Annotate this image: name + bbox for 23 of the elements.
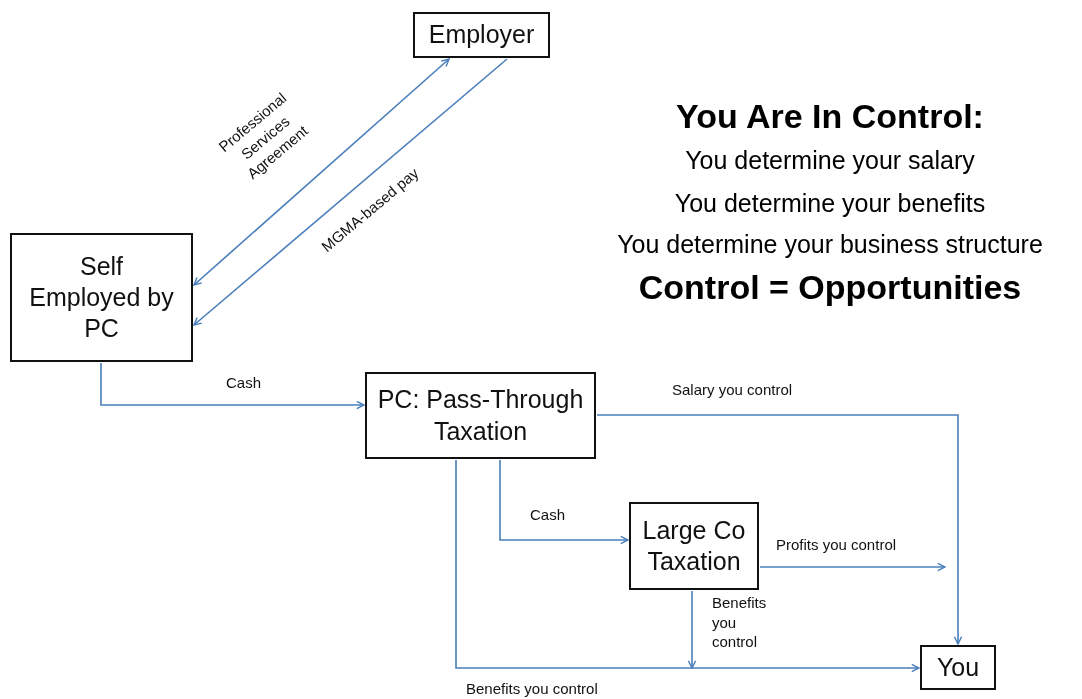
note-text: You determine your benefits (673, 189, 987, 218)
arrow (596, 414, 963, 645)
process-box (920, 645, 996, 690)
process-box (365, 372, 596, 459)
arrow (193, 58, 450, 286)
arrow (499, 459, 629, 545)
node-text: PC: Pass-Through Taxation (376, 384, 585, 447)
process-box (413, 12, 550, 58)
note-text: Control = Opportunities (637, 268, 1023, 307)
node-text: Self Employed by PC (28, 250, 175, 345)
heading-text: You Are In Control: (675, 97, 985, 136)
process-box (629, 502, 759, 590)
arrow (193, 58, 508, 326)
note-text: You determine your business structure (616, 230, 1044, 259)
node-text: Employer (428, 19, 535, 51)
node-text: Large Co Taxation (641, 514, 747, 577)
arrow (759, 562, 946, 572)
process-box (10, 233, 193, 362)
arrow (687, 590, 697, 669)
arrow (100, 362, 365, 410)
arrow (455, 459, 920, 673)
node-text: You (936, 651, 980, 683)
note-text: You determine your salary (684, 146, 976, 175)
